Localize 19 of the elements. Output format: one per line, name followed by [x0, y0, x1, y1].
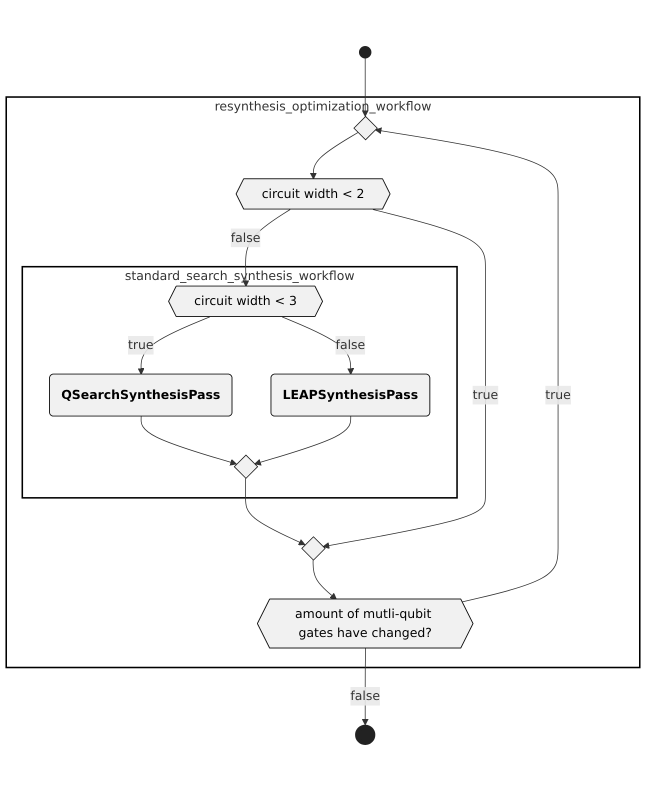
node-circle [358, 46, 372, 58]
node-circle [355, 724, 376, 745]
edge-label: true [545, 387, 571, 402]
arrow [140, 416, 237, 466]
arrow [362, 58, 369, 117]
arrow [322, 209, 486, 549]
edge-label: false [336, 338, 366, 352]
arrow [254, 416, 352, 466]
node-diamond [301, 536, 326, 561]
edge-label: true [128, 338, 154, 352]
node-diamond [234, 454, 258, 479]
edge-label: false [350, 688, 380, 704]
node-diamond [353, 116, 378, 140]
arrow [312, 560, 337, 600]
arrow [310, 132, 358, 180]
arrow [374, 127, 558, 602]
edge-label: false [230, 230, 260, 245]
edge-label: true [472, 387, 498, 402]
arrow [245, 478, 306, 546]
